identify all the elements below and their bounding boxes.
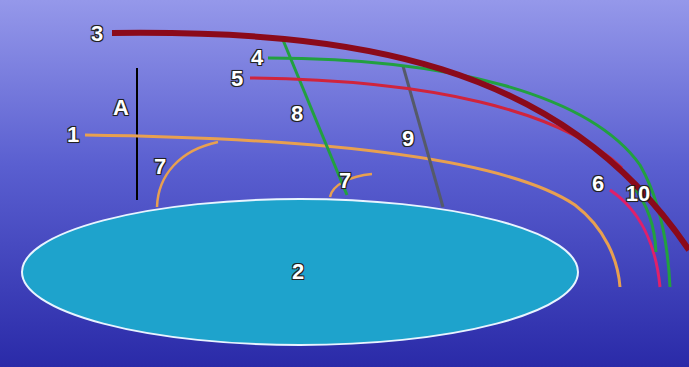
callout-number: A xyxy=(113,97,129,119)
callout-number: 1 xyxy=(67,124,79,146)
callout-number: 3 xyxy=(91,23,103,45)
callout-number: 9 xyxy=(402,128,414,150)
dimension-line xyxy=(136,68,138,200)
callout-number: 7 xyxy=(339,170,351,192)
callout-number: 6 xyxy=(592,173,604,195)
ellipse-region: 2 xyxy=(20,197,580,347)
curve-5 xyxy=(250,78,622,168)
line-8 xyxy=(283,40,347,195)
callout-number: 8 xyxy=(291,103,303,125)
callout-number: 5 xyxy=(231,68,243,90)
callout-number: 7 xyxy=(154,156,166,178)
callout-number: 2 xyxy=(292,261,304,283)
curve-7 xyxy=(157,142,218,207)
callout-number: 4 xyxy=(251,47,263,69)
callout-number: 10 xyxy=(626,183,650,205)
